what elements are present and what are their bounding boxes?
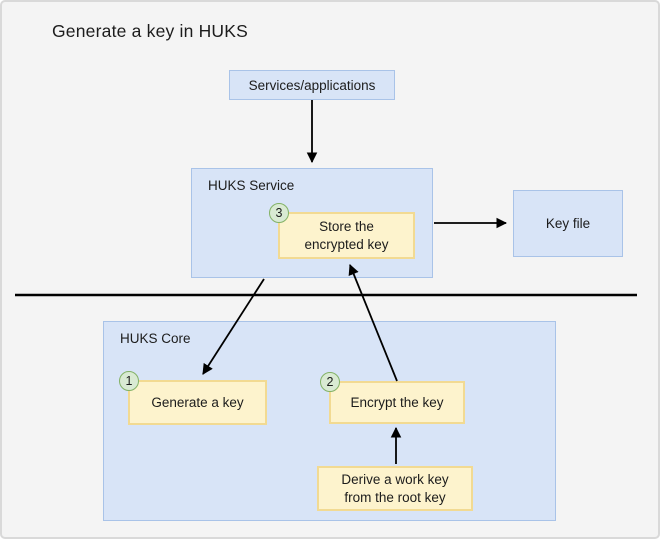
step-derive-work-key-line1: Derive a work key xyxy=(341,472,449,488)
step-generate-key-label: Generate a key xyxy=(151,394,244,410)
step-encrypt-key: 2 Encrypt the key xyxy=(320,372,465,424)
step-store-encrypted-key-line2: encrypted key xyxy=(304,236,389,252)
huks-core-label: HUKS Core xyxy=(120,331,191,346)
step-generate-key: 1 Generate a key xyxy=(119,371,267,425)
step-derive-work-key: Derive a work key from the root key xyxy=(317,466,473,511)
huks-service-label: HUKS Service xyxy=(208,178,295,193)
key-file-box: Key file xyxy=(513,190,623,257)
step-store-encrypted-key: 3 Store the encrypted key xyxy=(269,203,415,259)
services-applications-label: Services/applications xyxy=(248,77,376,93)
badge-step-1: 1 xyxy=(119,371,139,391)
step-encrypt-key-label: Encrypt the key xyxy=(350,394,444,410)
key-file-label: Key file xyxy=(545,216,591,231)
step-derive-work-key-line2: from the root key xyxy=(344,489,446,505)
badge-step-3: 3 xyxy=(269,203,289,223)
badge-step-2: 2 xyxy=(320,372,340,392)
diagram-title: Generate a key in HUKS xyxy=(52,21,249,41)
step-store-encrypted-key-line1: Store the xyxy=(319,219,374,235)
services-applications-box: Services/applications xyxy=(229,70,395,100)
